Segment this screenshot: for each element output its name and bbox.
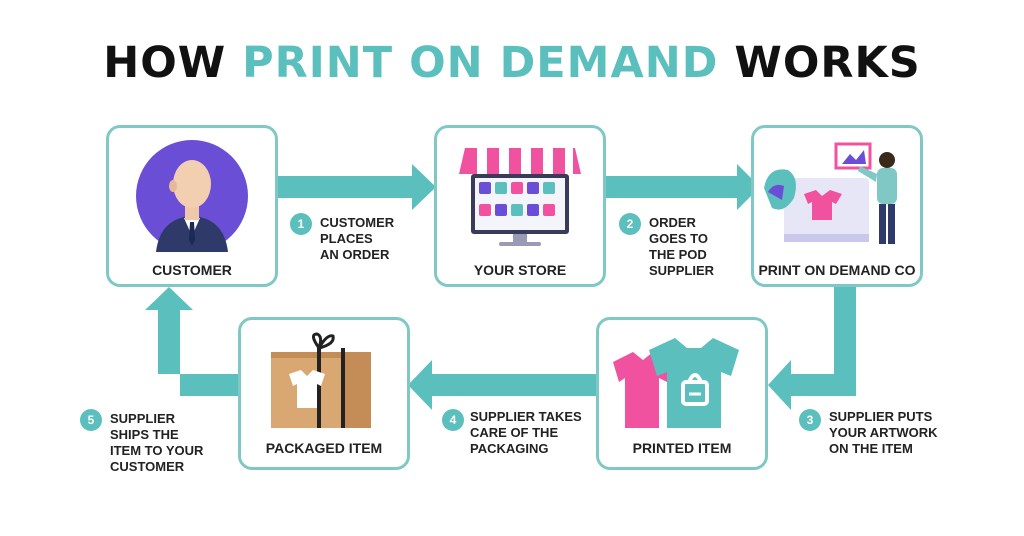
step-3-line-2: YOUR ARTWORK [829, 425, 938, 440]
customer-avatar-icon [136, 140, 248, 252]
step-1-line-3: AN ORDER [320, 247, 390, 262]
arrow-store-to-pod [606, 164, 760, 210]
title-part-2: WORKS [718, 38, 921, 88]
step-3-line-3: ON THE ITEM [829, 441, 913, 456]
customer-box: CUSTOMER [106, 125, 278, 287]
step-4-line-3: PACKAGING [470, 441, 549, 456]
step-2-badge: 2 [619, 213, 641, 235]
step-3-badge: 3 [799, 409, 821, 431]
arrow-printed-to-packaged [408, 360, 596, 410]
pod-company-label: PRINT ON DEMAND CO [758, 262, 916, 278]
step-5-line-3: ITEM TO YOUR [110, 443, 204, 458]
printing-worker-icon [764, 142, 897, 244]
step-2: 2 ORDER GOES TO THE POD SUPPLIER [619, 213, 739, 283]
step-5-line-4: CUSTOMER [110, 459, 185, 474]
customer-label: CUSTOMER [152, 262, 232, 278]
step-2-line-2: GOES TO [649, 231, 708, 246]
store-box: YOUR STORE [434, 125, 606, 287]
step-1-line-1: CUSTOMER [320, 215, 395, 230]
arrow-pod-to-printed [768, 287, 856, 410]
step-3: 3 SUPPLIER PUTS YOUR ARTWORK ON THE ITEM [799, 407, 939, 467]
arrow-customer-to-store [277, 164, 436, 210]
step-5: 5 SUPPLIER SHIPS THE ITEM TO YOUR CUSTOM… [80, 409, 230, 489]
step-1-badge: 1 [290, 213, 312, 235]
step-1: 1 CUSTOMER PLACES AN ORDER [290, 213, 410, 273]
step-4-line-2: CARE OF THE [470, 425, 559, 440]
diagram-title: HOW PRINT ON DEMAND WORKS [0, 38, 1024, 88]
title-accent: PRINT ON DEMAND [242, 38, 719, 88]
package-icon [271, 332, 371, 428]
arrow-packaged-to-customer [145, 287, 240, 396]
online-store-icon [459, 148, 581, 246]
step-4-line-1: SUPPLIER TAKES [470, 409, 582, 424]
packaged-item-box: PACKAGED ITEM [238, 317, 410, 470]
t-shirts-icon [613, 338, 739, 428]
step-2-line-1: ORDER [649, 215, 696, 230]
step-4-badge: 4 [442, 409, 464, 431]
printed-item-box: PRINTED ITEM [596, 317, 768, 470]
step-1-line-2: PLACES [320, 231, 373, 246]
step-4: 4 SUPPLIER TAKES CARE OF THE PACKAGING [442, 407, 592, 467]
step-5-badge: 5 [80, 409, 102, 431]
step-3-line-1: SUPPLIER PUTS [829, 409, 933, 424]
store-label: YOUR STORE [473, 262, 567, 278]
step-5-line-2: SHIPS THE [110, 427, 179, 442]
pod-company-box: PRINT ON DEMAND CO [751, 125, 923, 287]
step-2-line-3: THE POD [649, 247, 707, 262]
step-5-line-1: SUPPLIER [110, 411, 176, 426]
title-part-1: HOW [103, 38, 243, 88]
step-2-line-4: SUPPLIER [649, 263, 715, 278]
printed-item-label: PRINTED ITEM [632, 440, 732, 456]
packaged-item-label: PACKAGED ITEM [265, 440, 383, 456]
